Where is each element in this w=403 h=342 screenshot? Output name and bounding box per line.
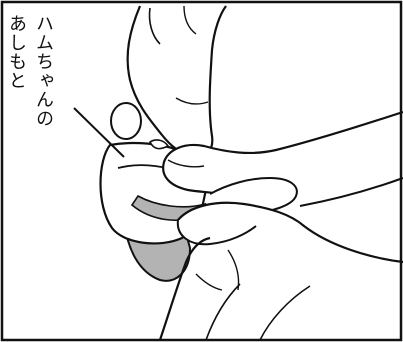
caption-leader-line (73, 107, 125, 158)
toe-bump (110, 102, 142, 140)
hand-right (162, 110, 403, 215)
caption-line-1: ハムちゃんの (33, 14, 54, 128)
hand-lower (158, 201, 403, 341)
caption-line-2: あしもと (6, 14, 27, 90)
